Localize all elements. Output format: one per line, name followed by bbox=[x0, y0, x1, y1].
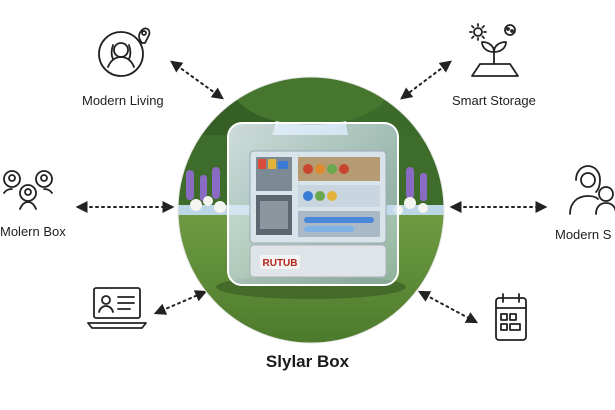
sprout-plant-icon bbox=[466, 22, 524, 80]
arrow-smart-storage bbox=[400, 60, 452, 100]
node-label-modern-s: Modern S bbox=[555, 227, 612, 242]
calendar-icon bbox=[494, 292, 528, 342]
arrow-modern-living bbox=[170, 60, 224, 100]
laptop-profile-icon bbox=[86, 285, 148, 331]
node-label-modern-living: Modern Living bbox=[82, 93, 164, 108]
parent-child-icon bbox=[566, 160, 615, 220]
person-map-pin-icon bbox=[95, 23, 153, 79]
product-brand-label: RUTUB bbox=[263, 258, 298, 269]
family-group-icon bbox=[0, 165, 60, 215]
node-label-smart-storage: Smart Storage bbox=[452, 93, 536, 108]
arrow-calendar bbox=[417, 290, 479, 324]
arrow-laptop bbox=[153, 290, 208, 315]
node-label-molern-box: Molern Box bbox=[0, 224, 66, 239]
center-title: Slylar Box bbox=[265, 352, 350, 371]
box-in-garden-photo: RUTUB bbox=[177, 76, 445, 344]
